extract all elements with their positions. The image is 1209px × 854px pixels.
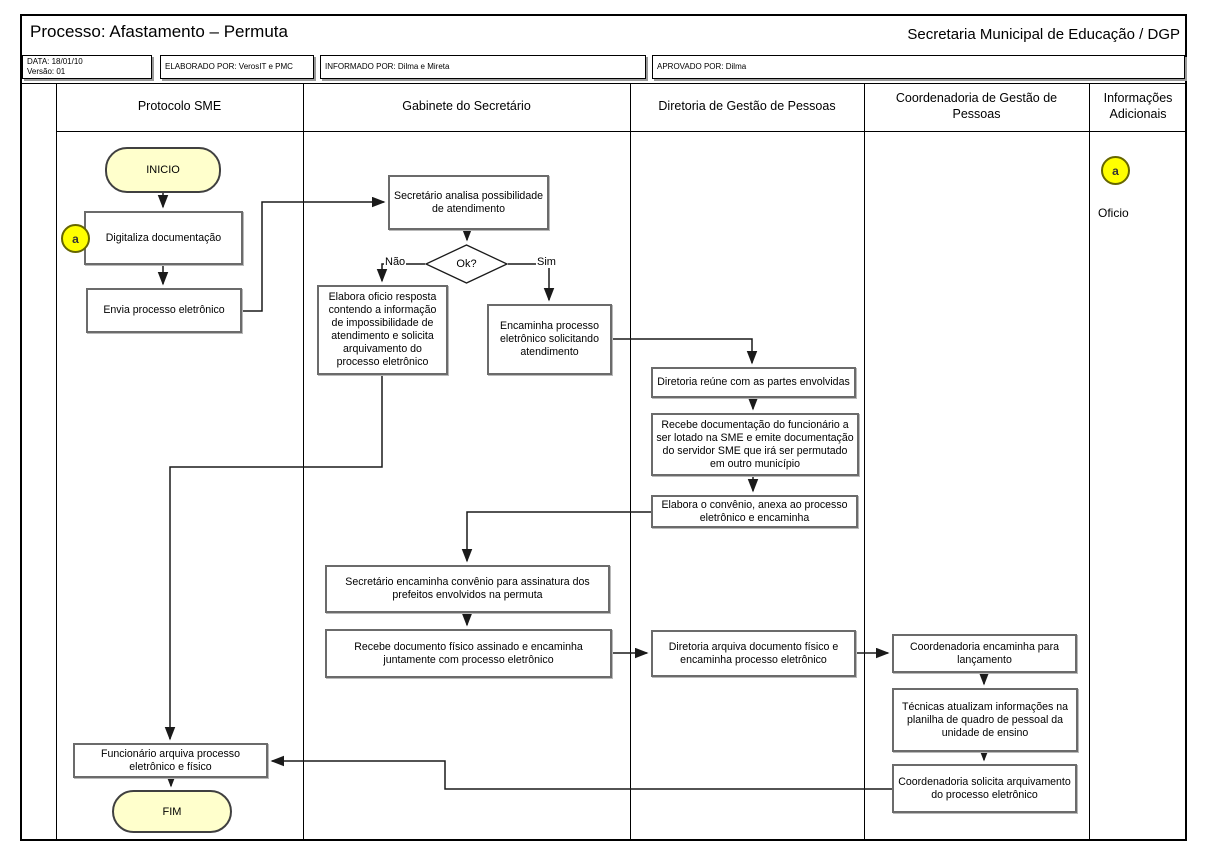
meta-aprovado-box: APROVADO POR: Dilma [652, 55, 1185, 79]
connector-encaminha-diretoria-reune [612, 338, 758, 365]
decision-shape [425, 244, 508, 284]
connector-envia-secretario-analisa [242, 196, 386, 312]
step-diretoria-reune: Diretoria reúne com as partes envolvidas [651, 367, 856, 398]
lane-divider-3 [630, 83, 631, 841]
annotation-marker-a-legend: a [1101, 156, 1130, 185]
step-label: Secretário analisa possibilidade de aten… [394, 189, 543, 215]
lane-header-gabinete-secretario: Gabinete do Secretário [402, 99, 531, 113]
lane-divider-5 [1089, 83, 1090, 841]
lane-divider-2 [303, 83, 304, 841]
step-encaminha-solicitando: Encaminha processo eletrônico solicitand… [487, 304, 612, 375]
organization-title: Secretaria Municipal de Educação / DGP [907, 26, 1180, 43]
step-label: Técnicas atualizam informações na planil… [901, 700, 1069, 739]
annotation-marker-a: a [61, 224, 90, 253]
step-label: Secretário encaminha convênio para assin… [345, 576, 590, 601]
connector-decisao-sim [508, 263, 555, 302]
meta-aprovado: APROVADO POR: Dilma [657, 62, 747, 71]
step-diretoria-arquiva: Diretoria arquiva documento físico e enc… [651, 630, 856, 677]
step-secretario-analisa: Secretário analisa possibilidade de aten… [388, 175, 549, 230]
meta-informado: INFORMADO POR: Dilma e Mireta [325, 62, 450, 71]
marker-letter: a [72, 231, 79, 246]
step-label: Recebe documentação do funcionário a ser… [656, 418, 854, 470]
step-label: Envia processo eletrônico [103, 304, 225, 316]
lane-header-informacoes-adicionais: Informações Adicionais [1103, 91, 1173, 121]
connector-solicita-funcionario [270, 755, 892, 790]
meta-date-version-box: DATA: 18/01/10 Versão: 01 [22, 55, 152, 79]
lane-header-separator [56, 131, 1187, 132]
step-digitaliza-documentacao: Digitaliza documentação [84, 211, 243, 265]
step-label: Elabora oficio resposta contendo a infor… [328, 291, 437, 368]
step-label: Digitaliza documentação [105, 231, 222, 244]
meta-elaborado: ELABORADO POR: VerosIT e PMC [165, 62, 293, 71]
step-coordenadoria-encaminha: Coordenadoria encaminha para lançamento [892, 634, 1077, 673]
process-title: Processo: Afastamento – Permuta [30, 22, 288, 41]
branch-label-sim: Sim [536, 256, 557, 268]
meta-informado-box: INFORMADO POR: Dilma e Mireta [320, 55, 646, 79]
step-label: Coordenadoria solicita arquivamento do p… [898, 775, 1071, 801]
step-label: Elabora o convênio, anexa ao processo el… [661, 498, 848, 524]
step-label: Encaminha processo eletrônico solicitand… [500, 320, 599, 358]
lane-band-top-line [20, 83, 1187, 84]
meta-version: Versão: 01 [27, 67, 66, 76]
step-tecnicas-atualizam: Técnicas atualizam informações na planil… [892, 688, 1078, 752]
step-label: Diretoria arquiva documento físico e enc… [668, 640, 839, 666]
lane-divider-4 [864, 83, 865, 841]
decision-label: Ok? [456, 258, 477, 270]
step-label: Funcionário arquiva processo eletrônico … [101, 747, 240, 773]
start-label: INICIO [146, 164, 180, 176]
connector-decisao-nao [376, 263, 425, 283]
lane-header-coordenadoria-gestao: Coordenadoria de Gestão de Pessoas [895, 91, 1058, 121]
start-terminator: INICIO [105, 147, 221, 193]
diagram-outer-border [20, 14, 1187, 841]
lane-header-protocolo-sme: Protocolo SME [137, 99, 222, 113]
step-funcionario-arquiva: Funcionário arquiva processo eletrônico … [73, 743, 268, 778]
step-elabora-convenio: Elabora o convênio, anexa ao processo el… [651, 495, 858, 528]
step-recebe-documentacao: Recebe documentação do funcionário a ser… [651, 413, 859, 476]
decision-ok: Ok? [425, 244, 508, 284]
meta-elaborado-box: ELABORADO POR: VerosIT e PMC [160, 55, 314, 79]
end-terminator: FIM [112, 790, 232, 833]
step-secretario-encaminha-convenio: Secretário encaminha convênio para assin… [325, 565, 610, 613]
step-coordenadoria-solicita: Coordenadoria solicita arquivamento do p… [892, 764, 1077, 813]
end-label: FIM [162, 805, 182, 818]
step-elabora-oficio: Elabora oficio resposta contendo a infor… [317, 285, 448, 375]
annotation-oficio-label: Oficio [1098, 206, 1129, 220]
branch-label-nao: Não [384, 256, 407, 268]
meta-date: DATA: 18/01/10 [27, 57, 83, 66]
step-label: Diretoria reúne com as partes envolvidas [657, 376, 850, 388]
lane-divider-1 [56, 83, 57, 841]
lane-header-diretoria-gestao: Diretoria de Gestão de Pessoas [658, 99, 836, 113]
connector-oficio-funcionario [164, 375, 383, 741]
step-label: Recebe documento físico assinado e encam… [354, 640, 583, 666]
marker-letter: a [1112, 163, 1119, 178]
step-recebe-documento-fisico: Recebe documento físico assinado e encam… [325, 629, 612, 678]
step-envia-processo: Envia processo eletrônico [86, 288, 242, 333]
connector-convenio-secretario-encaminha [461, 511, 651, 563]
step-label: Coordenadoria encaminha para lançamento [909, 640, 1059, 666]
